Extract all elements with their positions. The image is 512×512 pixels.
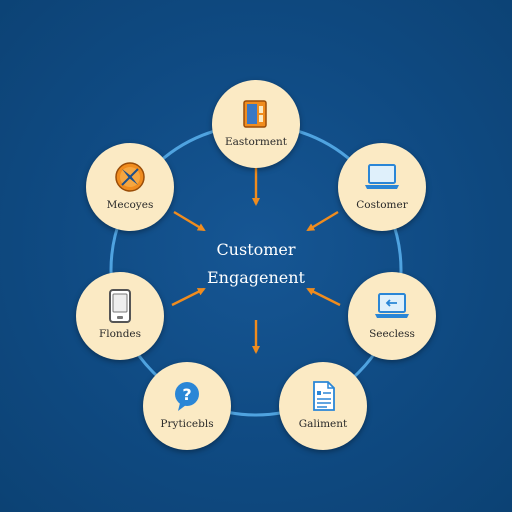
center-title: Customer Engagenent — [156, 236, 356, 292]
orange-folder-icon — [236, 97, 276, 131]
inward-arrows — [171, 168, 341, 354]
node-label: Mecoyes — [106, 198, 154, 211]
compass-icon — [110, 160, 150, 194]
arrow-lower-left — [171, 287, 206, 307]
svg-text:?: ? — [182, 385, 191, 404]
node-mecoyes[interactable]: Mecoyes — [86, 143, 174, 231]
node-label: Flondes — [98, 327, 142, 340]
arrow-upper-left — [173, 210, 206, 232]
node-galiment[interactable]: Galiment — [279, 362, 367, 450]
node-costomer[interactable]: Costomer — [338, 143, 426, 231]
laptop-icon — [362, 160, 402, 194]
node-flondes[interactable]: Flondes — [76, 272, 164, 360]
tablet-icon — [100, 288, 140, 323]
document-icon — [303, 379, 343, 413]
question-bubble-icon: ? — [167, 379, 207, 413]
node-pryticebls[interactable]: ? Pryticebls — [143, 362, 231, 450]
node-seecless[interactable]: Seecless — [348, 272, 436, 360]
node-label: Galiment — [298, 417, 348, 430]
node-eastorment[interactable]: Eastorment — [212, 80, 300, 168]
node-label: Pryticebls — [160, 417, 214, 430]
center-title-line2: Engagenent — [207, 268, 305, 287]
node-label: Eastorment — [224, 135, 288, 148]
node-label: Costomer — [356, 198, 408, 211]
center-title-line1: Customer — [216, 240, 296, 259]
arrow-lower-right — [306, 287, 341, 307]
arrow-upper-right — [306, 210, 339, 232]
node-label: Seecless — [369, 327, 415, 340]
laptop-arrow-icon — [372, 289, 412, 323]
